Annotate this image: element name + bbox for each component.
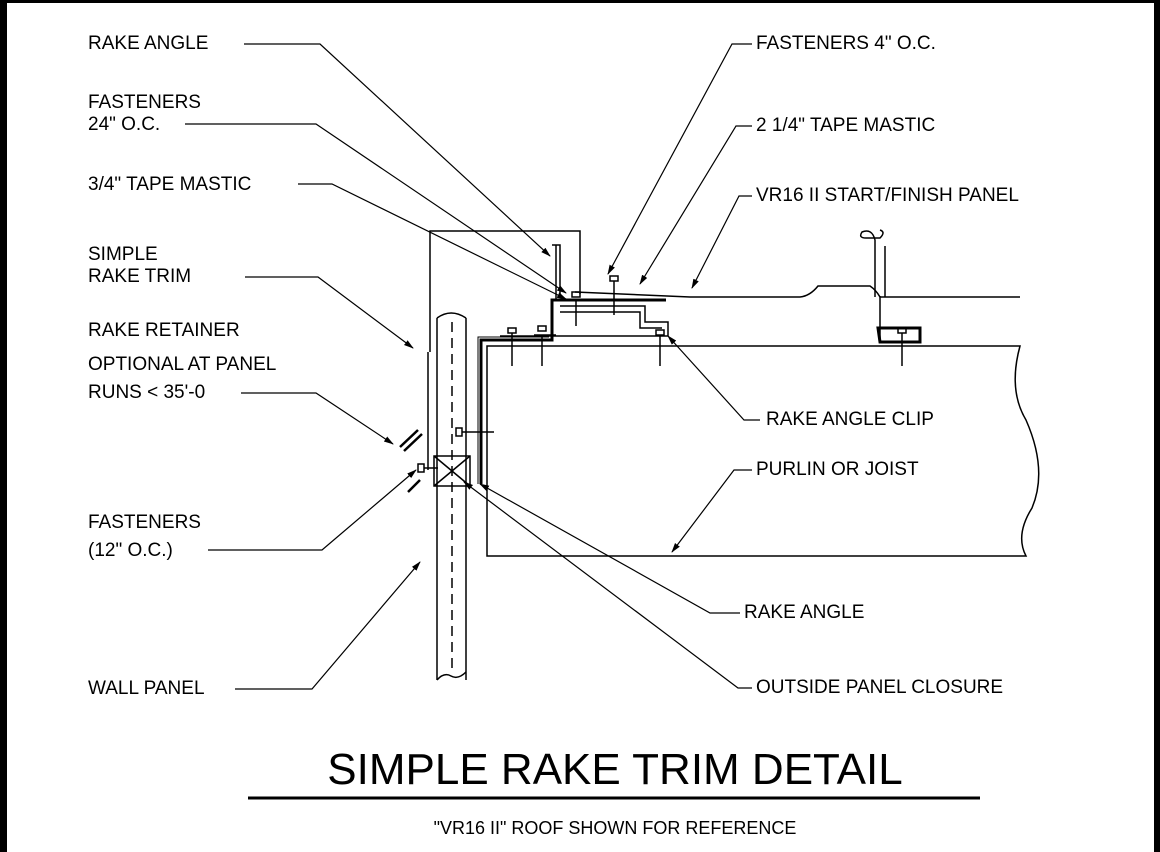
rake-angle-clip bbox=[500, 305, 669, 337]
label-rake-angle-clip: RAKE ANGLE CLIP bbox=[766, 409, 934, 430]
label-rake-angle-bottom: RAKE ANGLE bbox=[744, 602, 865, 623]
label-simple-rake-trim-line1: SIMPLE bbox=[88, 244, 158, 265]
label-start-finish-panel: VR16 II START/FINISH PANEL bbox=[756, 185, 1019, 206]
label-fasteners-12-line2: (12" O.C.) bbox=[88, 540, 173, 561]
drawing-title: SIMPLE RAKE TRIM DETAIL bbox=[327, 745, 903, 794]
start-finish-panel bbox=[574, 229, 1020, 344]
rake-retainer bbox=[399, 429, 423, 493]
label-fasteners-4: FASTENERS 4" O.C. bbox=[756, 33, 936, 54]
label-fasteners-24-line2: 24" O.C. bbox=[88, 114, 161, 135]
label-wall-panel: WALL PANEL bbox=[88, 678, 205, 699]
label-outside-panel-closure: OUTSIDE PANEL CLOSURE bbox=[756, 677, 1004, 698]
leader-lines bbox=[185, 43, 760, 690]
label-purlin-or-joist: PURLIN OR JOIST bbox=[756, 459, 919, 480]
label-fasteners-12-line1: FASTENERS bbox=[88, 512, 201, 533]
purlin-outline bbox=[486, 345, 1040, 557]
label-tape-mastic-34: 3/4" TAPE MASTIC bbox=[88, 174, 252, 195]
drawing-subtitle: "VR16 II" ROOF SHOWN FOR REFERENCE bbox=[433, 818, 797, 838]
label-rake-retainer-line3: RUNS < 35'-0 bbox=[88, 382, 206, 403]
simple-rake-trim bbox=[427, 230, 581, 470]
outside-panel-closure bbox=[433, 455, 471, 487]
label-rake-angle-top: RAKE ANGLE bbox=[88, 33, 209, 54]
label-rake-retainer-line1: RAKE RETAINER bbox=[88, 320, 240, 341]
fasteners-group bbox=[417, 275, 907, 473]
label-rake-retainer-line2: OPTIONAL AT PANEL bbox=[88, 354, 277, 375]
label-fasteners-24-line1: FASTENERS bbox=[88, 92, 201, 113]
rake-angle-top-piece bbox=[552, 244, 561, 300]
label-simple-rake-trim-line2: RAKE TRIM bbox=[88, 266, 192, 287]
rake-angle bbox=[477, 298, 666, 484]
label-tape-mastic-214: 2 1/4" TAPE MASTIC bbox=[756, 115, 936, 136]
wall-panel bbox=[436, 312, 467, 681]
